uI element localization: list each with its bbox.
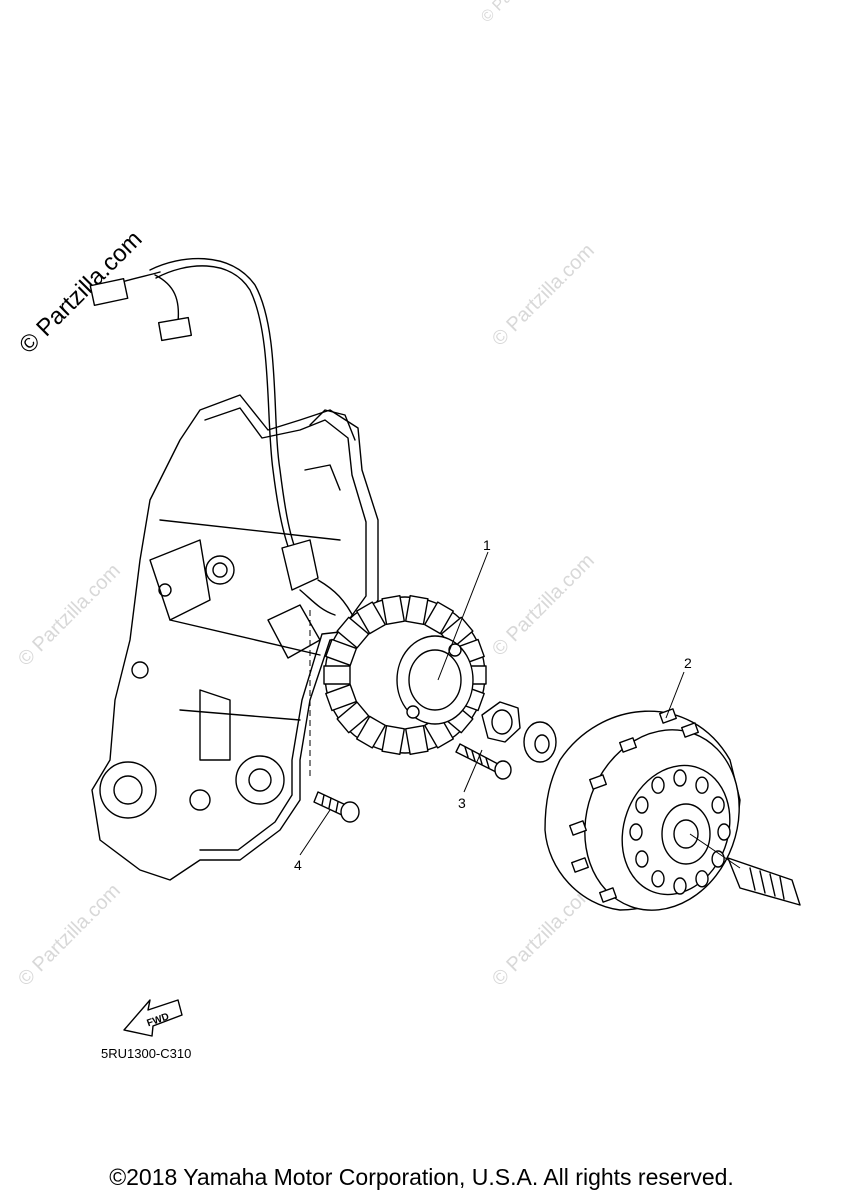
rotor-magnet xyxy=(681,722,699,738)
callout-4: 4 xyxy=(294,857,302,873)
rotor-hole xyxy=(629,823,643,841)
stator-tooth xyxy=(336,701,370,734)
crankshaft-end xyxy=(689,833,801,906)
rotor-magnet xyxy=(599,887,617,903)
rotor-hole xyxy=(711,796,725,814)
diagram-code: 5RU1300-C310 xyxy=(101,1046,192,1061)
rotor-hole xyxy=(717,823,731,841)
rotor-hole xyxy=(673,769,687,787)
stator-tooth xyxy=(323,665,351,685)
rotor-flywheel xyxy=(544,708,741,911)
stator-tooth xyxy=(404,724,429,756)
stator-tooth xyxy=(404,594,429,626)
copyright-notice: ©2018 Yamaha Motor Corporation, U.S.A. A… xyxy=(109,1164,734,1190)
rotor-magnet xyxy=(571,857,589,873)
stator-tooth xyxy=(356,715,386,749)
wire-harness xyxy=(89,257,356,659)
rotor-magnet xyxy=(569,820,587,836)
rotor-magnet xyxy=(619,737,637,753)
callout-2: 2 xyxy=(684,655,692,671)
stator-tooth xyxy=(325,638,358,667)
rotor-magnet xyxy=(589,774,607,790)
fwd-arrow-icon: FWD xyxy=(123,999,183,1037)
rotor-hole xyxy=(673,877,687,895)
collar-washer xyxy=(481,701,557,763)
rotor-hole xyxy=(695,870,709,888)
callout-3: 3 xyxy=(458,795,466,811)
crankcase-bolt xyxy=(313,791,360,823)
rotor-hole xyxy=(651,776,665,794)
leader-lines xyxy=(299,551,685,856)
stator-tooth xyxy=(424,601,454,635)
callout-1: 1 xyxy=(483,537,491,553)
stator-bolt xyxy=(455,743,512,780)
stator-tooth xyxy=(356,601,386,635)
crankcase-cover xyxy=(91,394,379,881)
stator-tooth xyxy=(325,683,358,712)
rotor-hole xyxy=(635,796,649,814)
rotor-hole xyxy=(635,850,649,868)
stator-tooth xyxy=(381,594,406,626)
rotor-magnet xyxy=(659,708,677,724)
rotor-hole xyxy=(651,870,665,888)
stator-coil xyxy=(323,594,487,756)
rotor-hole xyxy=(695,776,709,794)
stator-tooth xyxy=(381,724,406,756)
stator-tooth xyxy=(336,616,370,649)
